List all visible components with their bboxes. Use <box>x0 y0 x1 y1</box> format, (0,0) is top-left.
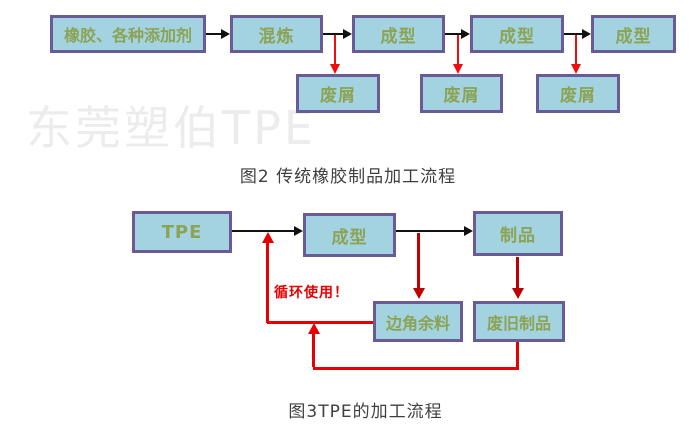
arrow-right-icon <box>464 226 473 236</box>
fig3-box-product: 制品 <box>473 211 563 256</box>
fig3-box-tpe: TPE <box>132 211 232 253</box>
fig3-box-scrap: 边角余料 <box>373 301 463 342</box>
waste-drop-line <box>457 35 459 65</box>
flow-line <box>396 230 464 232</box>
arrow-right-icon <box>582 29 591 39</box>
arrow-down-icon <box>571 64 581 74</box>
flow-line <box>445 33 463 35</box>
arrow-up-icon <box>308 323 320 334</box>
fig2-box-molding-1: 成型 <box>352 15 445 53</box>
scrap-drop-line <box>417 233 420 288</box>
arrow-up-icon <box>262 232 274 243</box>
fig2-box-waste-3: 废屑 <box>536 74 620 113</box>
old-product-drop-line <box>516 257 519 288</box>
recycle-line-h1 <box>267 321 373 324</box>
arrow-right-icon <box>294 226 303 236</box>
fig2-box-rubber-additives: 橡胶、各种添加剂 <box>50 15 206 53</box>
recycle-line-v1 <box>266 243 269 323</box>
arrow-right-icon <box>343 29 352 39</box>
flow-line <box>564 33 584 35</box>
fig2-box-molding-2: 成型 <box>470 15 564 53</box>
recycle-line-v2 <box>516 342 519 370</box>
fig2-box-waste-2: 废屑 <box>420 74 503 113</box>
flow-line <box>206 33 223 35</box>
arrow-down-icon <box>330 64 340 74</box>
fig2-box-molding-3: 成型 <box>591 15 676 53</box>
fig3-box-molding: 成型 <box>303 213 396 257</box>
recycle-label: 循环使用！ <box>274 285 349 301</box>
waste-drop-line <box>334 35 336 65</box>
fig2-box-mixing: 混炼 <box>230 15 323 53</box>
fig2-caption: 图2 传统橡胶制品加工流程 <box>239 167 457 187</box>
arrow-right-icon <box>461 29 470 39</box>
fig3-caption: 图3TPE的加工流程 <box>288 402 443 422</box>
watermark: 东莞塑伯TPE <box>26 101 316 155</box>
arrow-right-icon <box>221 29 230 39</box>
recycle-line-v3 <box>312 334 315 367</box>
flow-line <box>232 230 294 232</box>
arrow-down-icon <box>453 64 463 74</box>
fig3-box-old-product: 废旧制品 <box>473 301 565 342</box>
flow-line <box>323 33 345 35</box>
recycle-line-h2 <box>313 367 519 370</box>
waste-drop-line <box>575 35 577 65</box>
arrow-down-icon <box>512 288 524 299</box>
arrow-down-icon <box>413 288 425 299</box>
fig2-box-waste-1: 废屑 <box>296 74 380 113</box>
